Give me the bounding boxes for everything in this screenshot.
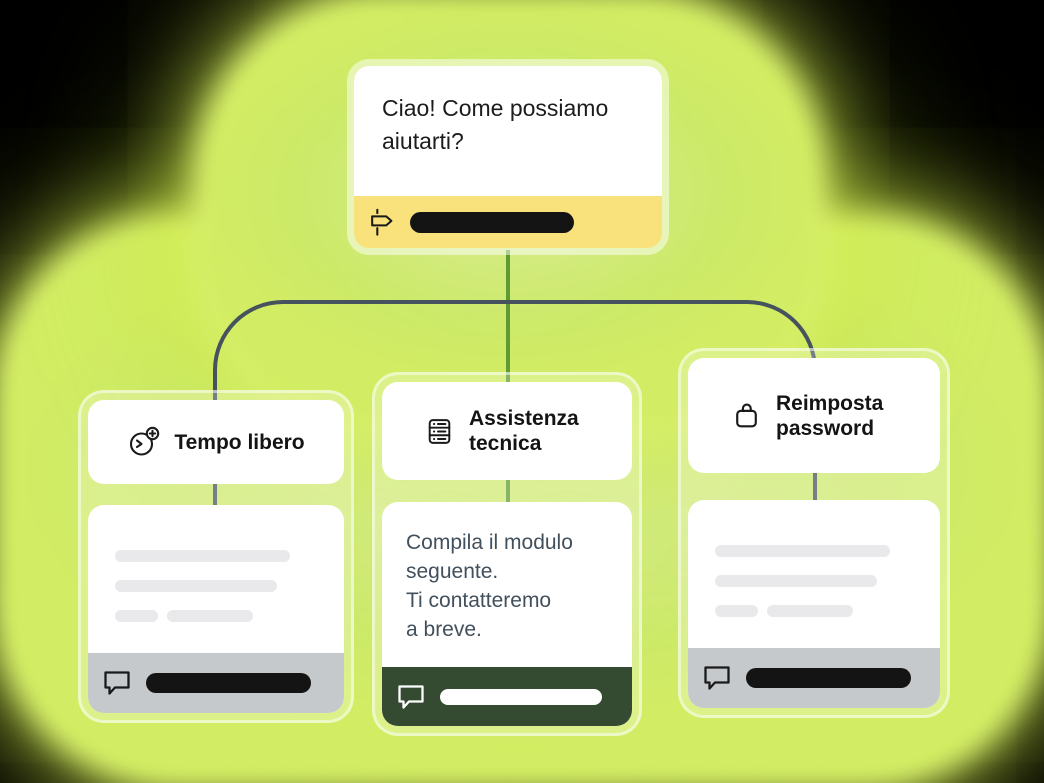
branch-body-tempo-libero[interactable] <box>88 505 344 713</box>
placeholder-line <box>715 605 758 617</box>
speech-bubble-icon <box>704 666 730 690</box>
root-message-card[interactable]: Ciao! Come possiamo aiutarti? <box>354 66 662 248</box>
placeholder-line <box>167 610 253 622</box>
placeholder-line <box>715 545 890 557</box>
branch-group-tempo-libero[interactable]: Tempo libero <box>78 390 354 723</box>
branch-body-assistenza-tecnica[interactable]: Compila il modulo seguente. Ti contatter… <box>382 502 632 726</box>
lock-icon <box>736 403 757 428</box>
branch-group-assistenza-tecnica[interactable]: Assistenza tecnica Compila il modulo seg… <box>372 372 642 736</box>
form-rows-icon <box>428 418 451 444</box>
branch-group-reimposta-password[interactable]: Reimposta password <box>678 348 950 718</box>
branch-header-assistenza-tecnica[interactable]: Assistenza tecnica <box>382 382 632 480</box>
placeholder-line <box>115 610 158 622</box>
branch-footer-assistenza-tecnica[interactable] <box>382 667 632 726</box>
placeholder-line <box>115 580 277 592</box>
branch-header-tempo-libero[interactable]: Tempo libero <box>88 400 344 484</box>
branch-body-text: Compila il modulo seguente. Ti contatter… <box>406 531 573 641</box>
branch-footer-reimposta-password[interactable] <box>688 648 940 708</box>
message-pill-redacted-label[interactable] <box>440 688 602 705</box>
branch-title: Reimposta password <box>776 391 884 440</box>
root-action-footer[interactable] <box>354 196 662 248</box>
branch-title: Assistenza tecnica <box>469 407 579 455</box>
speech-bubble-icon <box>398 684 424 709</box>
message-pill-redacted-label[interactable] <box>146 673 311 693</box>
branch-footer-tempo-libero[interactable] <box>88 653 344 713</box>
branch-title: Tempo libero <box>174 430 305 454</box>
root-action-pill-redacted-label[interactable] <box>410 211 574 233</box>
speech-bubble-icon <box>104 671 130 695</box>
placeholder-line <box>715 575 877 587</box>
root-message-text: Ciao! Come possiamo aiutarti? <box>382 95 609 154</box>
connector-root-to-middle <box>506 250 510 502</box>
clock-plus-icon <box>130 426 160 456</box>
placeholder-line <box>767 605 853 617</box>
branch-header-reimposta-password[interactable]: Reimposta password <box>688 358 940 473</box>
branch-body-reimposta-password[interactable] <box>688 500 940 708</box>
root-message-node[interactable]: Ciao! Come possiamo aiutarti? <box>347 59 669 255</box>
message-pill-redacted-label[interactable] <box>746 668 911 688</box>
placeholder-line <box>115 550 290 562</box>
signpost-icon <box>371 208 393 236</box>
